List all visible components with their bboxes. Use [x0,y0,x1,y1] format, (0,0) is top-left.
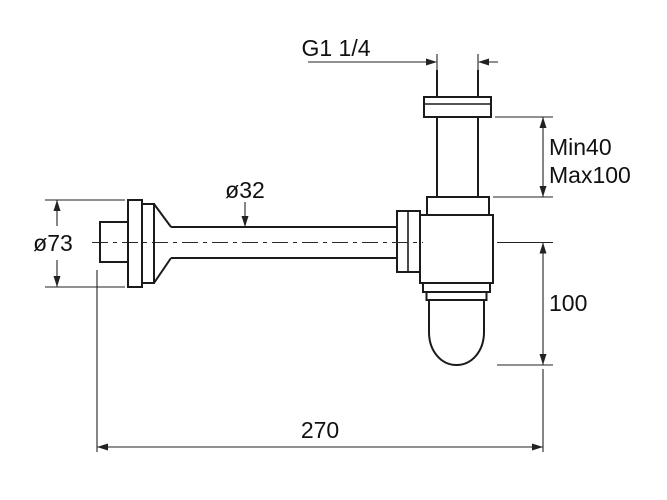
dim-thread: G1 1/4 [301,35,498,66]
inlet-slip-nut [423,96,492,118]
body-housing [419,214,494,284]
flange-ring-small [141,203,155,284]
arrow-down-icon [539,186,547,197]
cup-bowl [428,300,485,367]
max-height-label: Max100 [549,162,631,188]
flange-ring-large [127,199,143,288]
arrow-left-icon [97,443,108,451]
body-top-nut [426,196,490,216]
arrow-right-icon [532,443,543,451]
arrow-left-icon [478,58,489,66]
cup-thread-band-1 [422,282,491,293]
thread-size-label: G1 1/4 [301,35,370,61]
arrow-up-icon [53,200,61,211]
length-label: 270 [301,417,339,443]
flange-taper-bottom [153,257,172,284]
arrow-up-icon [539,242,547,254]
trap-body [396,196,494,284]
arrow-down-icon [241,216,249,227]
dim-length: 270 [96,270,544,452]
arrow-down-icon [539,354,547,365]
dim-flange-diameter: ø73 [33,199,125,288]
pipe-diameter-label: ø32 [225,177,265,203]
arrow-right-icon [426,58,437,66]
wall-flange [99,199,172,288]
dim-height-adjust: Min40 Max100 [493,116,631,198]
cup-thread-band-2 [425,291,488,301]
trap-cup [422,282,491,367]
arrow-up-icon [539,117,547,128]
flange-taper-top [153,203,172,228]
dim-cup-height: 100 [497,241,587,366]
inlet-pipe [423,54,492,197]
flange-diameter-label: ø73 [33,230,73,256]
horizontal-pipe [92,226,423,259]
cup-height-label: 100 [549,290,587,316]
min-height-label: Min40 [549,134,612,160]
arrow-down-icon [53,276,61,287]
dim-pipe-diameter: ø32 [225,177,265,227]
